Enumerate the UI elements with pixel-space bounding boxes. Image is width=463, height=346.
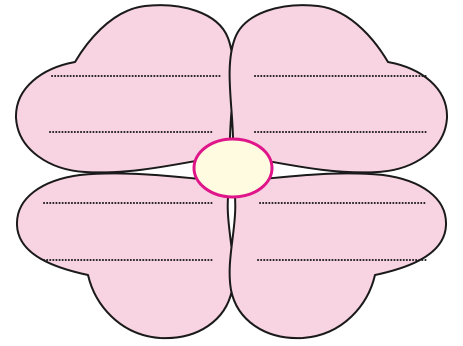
petal-bottom-right — [230, 173, 446, 338]
petal-bottom-left — [17, 173, 233, 338]
petal-top-left — [16, 5, 233, 172]
flower-center[interactable] — [194, 139, 272, 197]
petal-top-left-shape — [16, 5, 233, 172]
petal-bottom-right-shape — [230, 173, 446, 338]
petal-bottom-left-shape — [17, 173, 233, 338]
